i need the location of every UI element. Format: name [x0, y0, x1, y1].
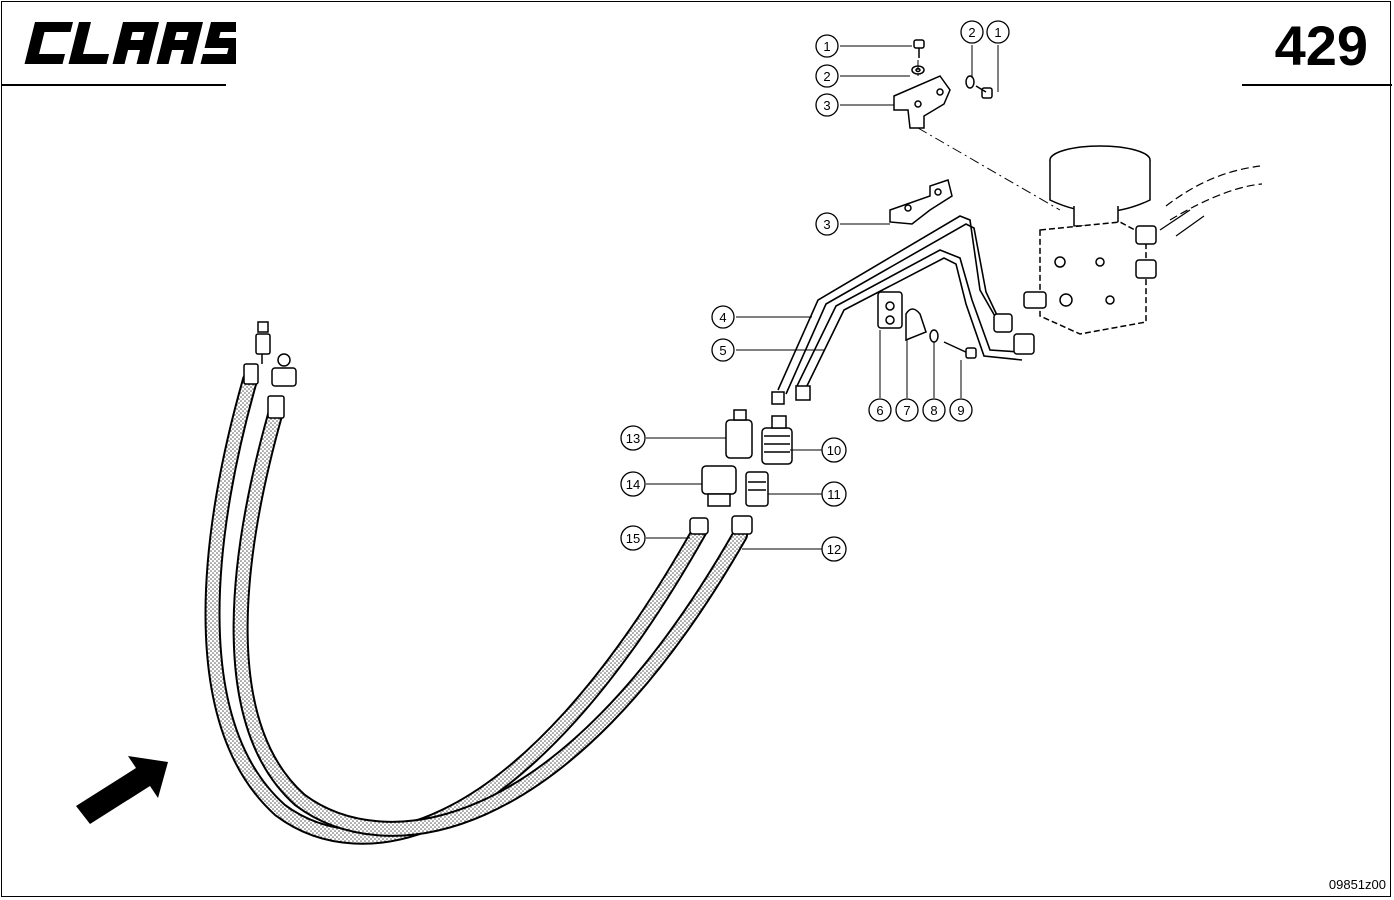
pipe-nut-4 [771, 391, 785, 405]
page-number: 429 [1274, 14, 1368, 77]
hose-pair-left [204, 372, 748, 845]
svg-text:3: 3 [823, 98, 830, 113]
svg-text:6: 6 [876, 403, 883, 418]
callout-6: 6 [868, 398, 892, 422]
callout-15: 15 [620, 525, 646, 551]
header-rule-right [1242, 84, 1392, 86]
svg-text:1: 1 [994, 25, 1001, 40]
svg-text:12: 12 [827, 542, 841, 557]
callout-5: 5 [711, 338, 735, 362]
assembly-line-top [917, 60, 1061, 211]
claas-logo [24, 22, 236, 64]
pipe-nut-right [993, 291, 1047, 355]
direction-arrow [76, 756, 168, 824]
callout-10: 10 [821, 437, 847, 463]
hose-fitting-left-a [243, 321, 271, 385]
callout-4: 4 [711, 305, 735, 329]
coupling-14 [701, 465, 737, 507]
header-rule-left [2, 84, 226, 86]
screw-1-top [913, 39, 925, 58]
adapter-11 [745, 471, 769, 507]
callout-11: 11 [821, 481, 847, 507]
washer-8 [929, 329, 939, 343]
coupling-13 [725, 409, 753, 459]
svg-text:9: 9 [957, 403, 964, 418]
callout-8: 8 [922, 398, 946, 422]
callout-3-top: 3 [815, 93, 839, 117]
svg-text:15: 15 [626, 531, 640, 546]
svg-text:14: 14 [626, 477, 640, 492]
hoses-right [1159, 165, 1263, 237]
clamp-plate-7 [905, 308, 927, 342]
svg-text:5: 5 [719, 343, 726, 358]
leader-lines [646, 45, 999, 550]
washer-2-right [965, 75, 975, 89]
svg-text:10: 10 [827, 443, 841, 458]
callout-2-top-left: 2 [815, 64, 839, 88]
pipe-nut-5 [795, 385, 811, 401]
drawing-reference-code: 09851z00 [1328, 877, 1386, 892]
callout-9: 9 [949, 398, 973, 422]
svg-text:2: 2 [968, 25, 975, 40]
rigid-pipe-4-5 [777, 215, 1023, 395]
callout-7: 7 [895, 398, 919, 422]
callout-2-top-right: 2 [960, 20, 984, 44]
svg-text:2: 2 [823, 69, 830, 84]
callout-14: 14 [620, 471, 646, 497]
bracket-3-top [893, 75, 951, 129]
svg-text:4: 4 [719, 310, 726, 325]
callout-3-middle: 3 [815, 212, 839, 236]
svg-text:1: 1 [823, 39, 830, 54]
screw-1-right [975, 85, 993, 99]
callout-12: 12 [821, 536, 847, 562]
hose-nut-15 [689, 517, 709, 535]
valve-block [1039, 145, 1157, 335]
callout-1-top-right: 1 [986, 20, 1010, 44]
svg-text:7: 7 [903, 403, 910, 418]
svg-text:8: 8 [930, 403, 937, 418]
callout-13: 13 [620, 425, 646, 451]
svg-text:3: 3 [823, 217, 830, 232]
svg-text:13: 13 [626, 431, 640, 446]
coupling-10 [761, 415, 793, 465]
hose-nut-12 [731, 515, 753, 535]
clamp-6 [877, 291, 903, 329]
bracket-3-middle [889, 179, 953, 225]
callout-1-top-left: 1 [815, 34, 839, 58]
svg-text:11: 11 [827, 487, 841, 502]
bolt-9 [943, 341, 977, 359]
hose-fitting-left-b [267, 353, 297, 419]
